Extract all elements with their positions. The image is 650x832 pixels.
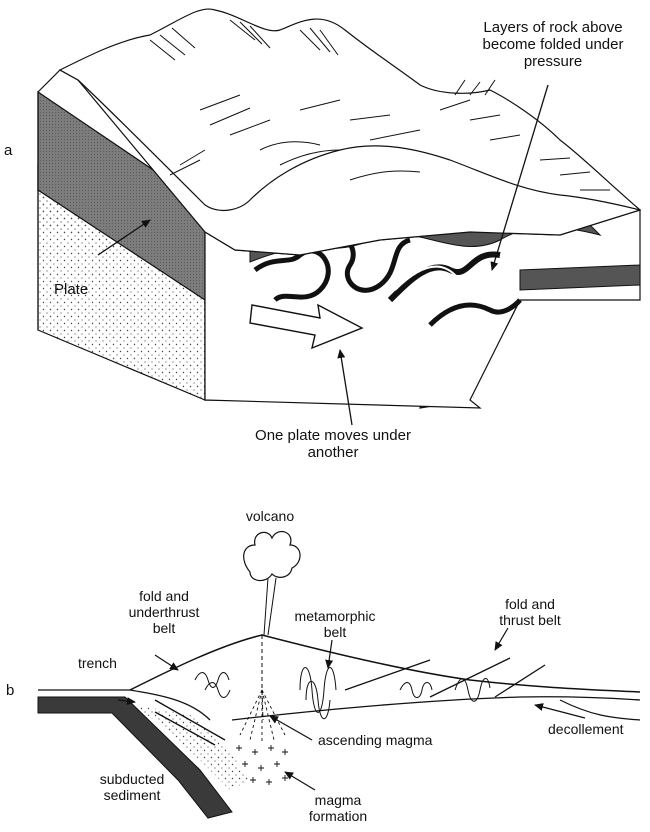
fold-thrust-line2: thrust belt	[480, 613, 580, 628]
decollement-label: decollement	[548, 722, 624, 737]
magma-conduit	[262, 635, 263, 720]
panel-b-label: b	[6, 683, 14, 698]
folded-label-line3: pressure	[458, 54, 648, 70]
fold-thrust-line1: fold and	[480, 597, 580, 612]
folded-label-line2: become folded under	[458, 37, 648, 53]
fold-underthrust-line2: underthrust	[118, 605, 210, 620]
eruption-column	[264, 578, 276, 635]
wedge-top	[130, 635, 640, 692]
panel-a-block	[38, 9, 640, 425]
plate-label: Plate	[54, 282, 88, 298]
lower-thrust	[560, 700, 640, 720]
moves-label-line2: another	[218, 445, 448, 461]
fold-squiggles	[195, 668, 490, 719]
magma-formation-line1: magma	[298, 793, 378, 808]
subducted-sediment-line1: subducted	[92, 772, 172, 787]
metamorphic-line1: metamorphic	[290, 609, 380, 624]
subducted-sediment-line2: sediment	[92, 788, 172, 803]
volcano-cloud	[244, 532, 300, 581]
volcano-label: volcano	[240, 509, 300, 524]
metamorphic-line2: belt	[290, 625, 380, 640]
folded-label-line1: Layers of rock above	[458, 20, 648, 36]
folded-layer-6	[520, 265, 640, 290]
fold-underthrust-line3: belt	[118, 621, 210, 636]
magma-formation-line2: formation	[298, 809, 378, 824]
ascending-magma-label: ascending magma	[318, 733, 432, 748]
trench-label: trench	[78, 656, 117, 671]
fold-underthrust-line1: fold and	[118, 589, 210, 604]
panel-a-label: a	[4, 143, 12, 158]
moves-label-line1: One plate moves under	[218, 428, 448, 444]
